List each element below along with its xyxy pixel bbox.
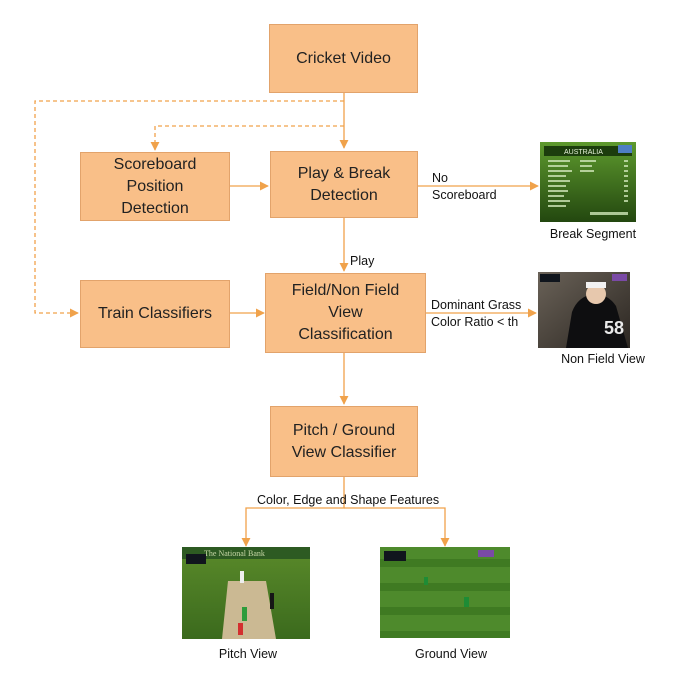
- label-no-scoreboard: No Scoreboard: [432, 171, 497, 202]
- node-scoreboard-detection: Scoreboard Position Detection: [80, 152, 230, 221]
- scoreboard-country-text: AUSTRALIA: [564, 149, 603, 156]
- scoreboard-thumbnail: AUSTRALIA: [540, 142, 636, 222]
- caption-ground-view: Ground View: [414, 647, 488, 661]
- caption-non-field-view: Non Field View: [561, 352, 645, 366]
- node-pitch-ground: Pitch / Ground View Classifier: [270, 406, 418, 477]
- dashed-arrow-to-scoreboard: [150, 125, 344, 151]
- player-closeup-thumbnail: 58: [538, 272, 630, 348]
- jersey-number-text: 58: [604, 318, 624, 338]
- pitch-banner-text: The National Bank: [204, 549, 265, 558]
- label-play: Play: [350, 254, 375, 268]
- node-train-classifiers: Train Classifiers: [80, 280, 230, 348]
- pitch-thumbnail: The National Bank: [182, 547, 310, 639]
- caption-break-segment: Break Segment: [549, 227, 637, 241]
- label-grass-ratio: Dominant Grass Color Ratio < th: [431, 298, 522, 329]
- ground-thumbnail: [380, 547, 510, 638]
- pitch-view-image: The National Bank: [182, 547, 310, 639]
- node-field-view: Field/Non Field View Classification: [265, 273, 426, 353]
- caption-pitch-view: Pitch View: [218, 647, 278, 661]
- label-features: Color, Edge and Shape Features: [257, 493, 440, 507]
- break-segment-image: AUSTRALIA: [540, 142, 636, 222]
- non-field-view-image: 58: [538, 272, 630, 348]
- arrow-classifier-to-pitch: [241, 477, 345, 547]
- dashed-arrow-to-train: [34, 100, 344, 318]
- node-play-break: Play & Break Detection: [270, 151, 418, 218]
- arrow-classifier-to-ground: [344, 507, 450, 547]
- ground-view-image: [380, 547, 510, 638]
- node-cricket-video: Cricket Video: [269, 24, 418, 93]
